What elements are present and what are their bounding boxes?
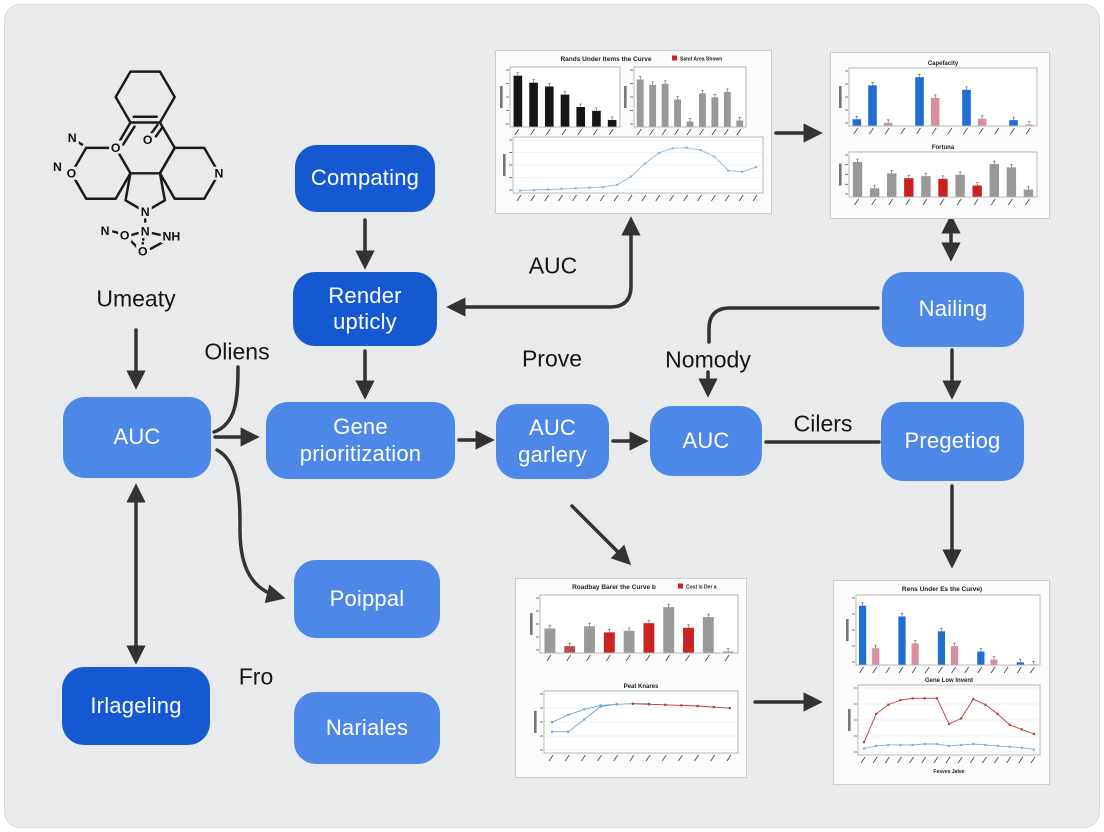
svg-text:Roadbay Barer the Curve b: Roadbay Barer the Curve b xyxy=(572,584,656,591)
atom-n: N xyxy=(141,205,150,219)
atom-o: O xyxy=(120,229,130,243)
svg-text:Cost is Der a: Cost is Der a xyxy=(686,585,717,591)
atom-nh: NH xyxy=(163,230,181,244)
label-nomody: Nomody xyxy=(665,346,751,373)
node-auc-left: AUC xyxy=(63,397,211,478)
atom-n: N xyxy=(101,224,110,238)
svg-text:Gene Low Invent: Gene Low Invent xyxy=(925,678,973,684)
atom-o: O xyxy=(111,141,121,155)
label-umeaty: Umeaty xyxy=(96,285,176,312)
atom-o: O xyxy=(143,133,153,147)
chart-panel-top-middle: Rands Under Items the Curve Sand Area Sho… xyxy=(495,50,772,214)
node-poippal: Poippal xyxy=(294,560,440,638)
svg-text:Sand Area Shown: Sand Area Shown xyxy=(680,57,722,63)
label-cilers: Cilers xyxy=(793,410,853,437)
atom-n: N xyxy=(141,225,150,239)
label-prove: Prove xyxy=(521,345,583,372)
chart-panel-bottom-middle: Roadbay Barer the Curve b Cost is Der a Pe… xyxy=(515,578,747,778)
node-nariales: Nariales xyxy=(294,692,440,764)
svg-text:Fesves Jatee: Fesves Jatee xyxy=(933,769,964,775)
node-auc-right: AUC xyxy=(650,406,762,476)
atom-n: N xyxy=(215,166,224,180)
node-compating: Compating xyxy=(295,145,435,212)
atom-o: O xyxy=(138,244,148,258)
svg-text:Rands Under Items the Curve: Rands Under Items the Curve xyxy=(560,56,651,63)
label-fro: Fro xyxy=(238,663,274,690)
svg-text:Rens Under Es the Curve): Rens Under Es the Curve) xyxy=(902,586,982,593)
svg-text:Capefacity: Capefacity xyxy=(928,61,959,67)
node-irlageling: Irlageling xyxy=(62,667,210,745)
molecule-structure: O N O N O N N N O N NH O xyxy=(50,70,226,258)
atom-n: N xyxy=(53,160,62,174)
svg-text:Fortuna: Fortuna xyxy=(932,145,955,151)
atom-o: O xyxy=(67,166,77,180)
label-oliens: Oliens xyxy=(204,338,270,365)
atom-n: N xyxy=(68,131,77,145)
label-auc: AUC xyxy=(528,252,578,279)
node-pregetiog: Pregetiog xyxy=(881,402,1024,481)
svg-text:Peat Knares: Peat Knares xyxy=(624,684,659,690)
node-nailing: Nailing xyxy=(882,272,1024,347)
